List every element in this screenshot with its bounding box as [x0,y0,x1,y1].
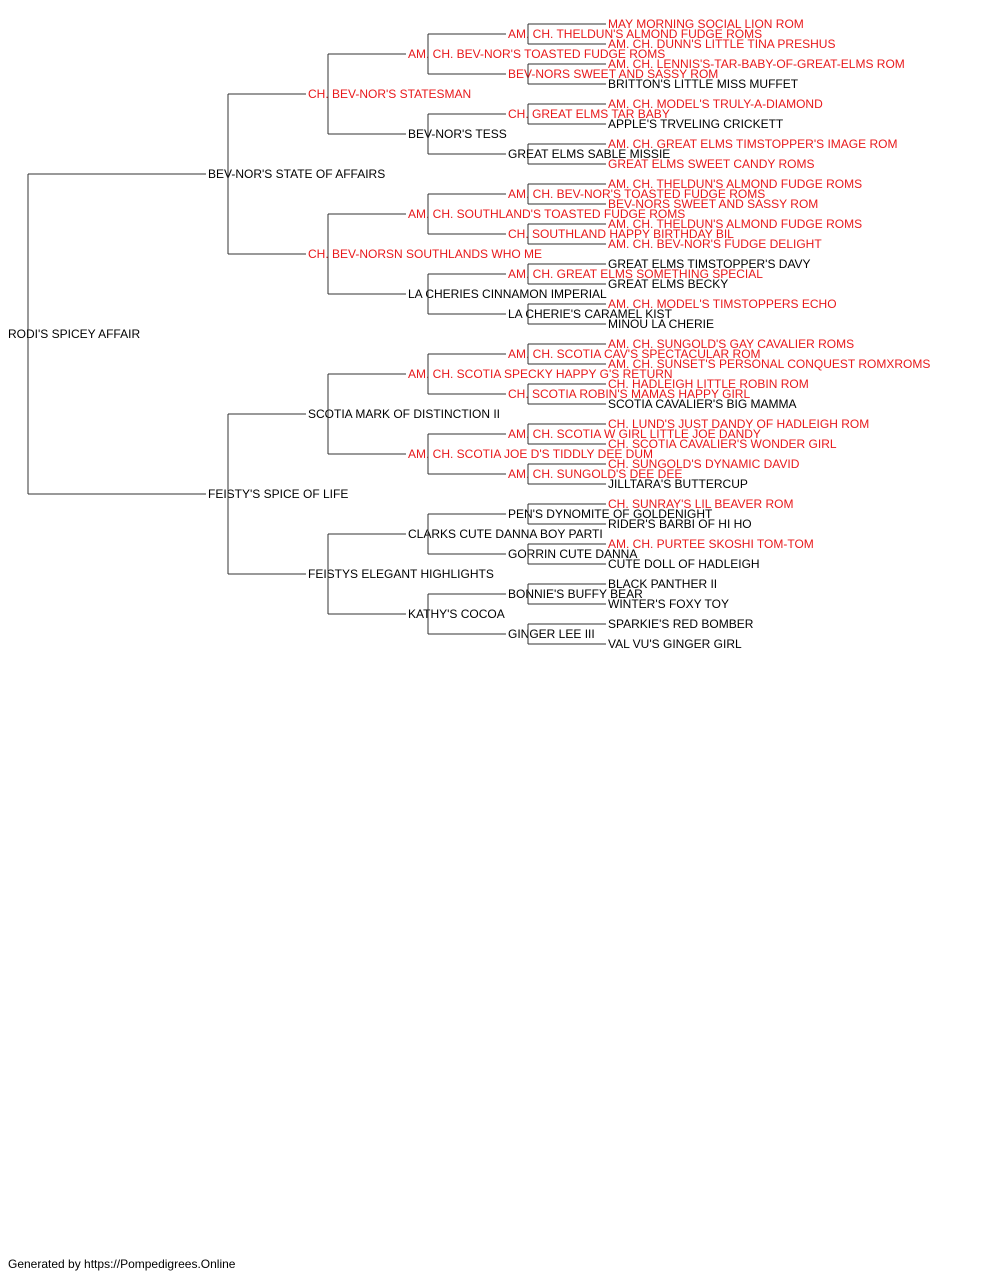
ancestor-name: CH. SOUTHLAND HAPPY BIRTHDAY BIL [508,227,734,241]
ancestor-name: RIDER'S BARBI OF HI HO [608,517,752,531]
ancestor-name: CH. SCOTIA CAVALIER'S WONDER GIRL [608,437,837,451]
ancestor-name: GREAT ELMS SWEET CANDY ROMS [608,157,814,171]
ancestor-name: BEV-NORS SWEET AND SASSY ROM [508,67,718,81]
ancestor-name: AM. CH. SCOTIA SPECKY HAPPY G'S RETURN [408,367,673,381]
ancestor-name: AM. CH. MODEL'S TIMSTOPPERS ECHO [608,297,837,311]
ancestor-name: SCOTIA MARK OF DISTINCTION II [308,407,500,421]
ancestor-name: BEV-NOR'S TESS [408,127,507,141]
ancestor-name: AM. CH. SUNSET'S PERSONAL CONQUEST ROMXR… [608,357,930,371]
ancestor-name: VAL VU'S GINGER GIRL [608,637,742,651]
ancestor-name: KATHY'S COCOA [408,607,505,621]
ancestor-name: BLACK PANTHER II [608,577,717,591]
ancestor-name: APPLE'S TRVELING CRICKETT [608,117,784,131]
ancestor-name: GREAT ELMS SABLE MISSIE [508,147,670,161]
ancestor-name: BRITTON'S LITTLE MISS MUFFET [608,77,799,91]
ancestor-name: WINTER'S FOXY TOY [608,597,729,611]
ancestor-name: AM. CH. BEV-NOR'S FUDGE DELIGHT [608,237,822,251]
ancestor-name: AM. CH. SCOTIA JOE D'S TIDDLY DEE DUM [408,447,653,461]
ancestor-name: LA CHERIES CINNAMON IMPERIAL [408,287,607,301]
ancestor-name: AM. CH. PURTEE SKOSHI TOM-TOM [608,537,814,551]
ancestor-name: FEISTYS ELEGANT HIGHLIGHTS [308,567,494,581]
ancestor-name: AM. CH. THELDUN'S ALMOND FUDGE ROMS [608,217,862,231]
ancestor-name: JILLTARA'S BUTTERCUP [608,477,748,491]
ancestor-name: CH. BEV-NOR'S STATESMAN [308,87,471,101]
ancestor-name: CH. LUND'S JUST DANDY OF HADLEIGH ROM [608,417,869,431]
ancestor-name: FEISTY'S SPICE OF LIFE [208,487,348,501]
ancestor-name: AM. CH. THELDUN'S ALMOND FUDGE ROMS [608,177,862,191]
ancestor-name: AM. CH. BEV-NOR'S TOASTED FUDGE ROMS [508,187,765,201]
subject-dog-name: RODI'S SPICEY AFFAIR [8,327,140,341]
ancestor-name: CLARKS CUTE DANNA BOY PARTI [408,527,603,541]
ancestor-name: GREAT ELMS TIMSTOPPER'S DAVY [608,257,811,271]
ancestor-name: MAY MORNING SOCIAL LION ROM [608,17,804,31]
ancestor-name: CH. GREAT ELMS TAR BABY [508,107,670,121]
ancestor-name: GINGER LEE III [508,627,595,641]
ancestor-name: GORRIN CUTE DANNA [508,547,637,561]
ancestor-name: AM. CH. SUNGOLD'S GAY CAVALIER ROMS [608,337,854,351]
ancestor-name: PEN'S DYNOMITE OF GOLDENIGHT [508,507,713,521]
ancestor-name: CH. SUNGOLD'S DYNAMIC DAVID [608,457,800,471]
ancestor-name: AM. CH. SCOTIA CAV'S SPECTACULAR ROM [508,347,761,361]
ancestor-name: AM. CH. MODEL'S TRULY-A-DIAMOND [608,97,823,111]
ancestor-name: AM. CH. LENNIS'S-TAR-BABY-OF-GREAT-ELMS … [608,57,905,71]
ancestor-name: SPARKIE'S RED BOMBER [608,617,754,631]
ancestor-name: AM. CH. BEV-NOR'S TOASTED FUDGE ROMS [408,47,665,61]
ancestor-name: BONNIE'S BUFFY BEAR [508,587,643,601]
ancestor-name: LA CHERIE'S CARAMEL KIST [508,307,673,321]
footer-credit: Generated by https://Pompedigrees.Online [8,1257,236,1271]
ancestor-name: MINOU LA CHERIE [608,317,714,331]
ancestor-name: AM. CH. THELDUN'S ALMOND FUDGE ROMS [508,27,762,41]
ancestor-name: CH. SCOTIA ROBIN'S MAMAS HAPPY GIRL [508,387,750,401]
ancestor-name: GREAT ELMS BECKY [608,277,728,291]
ancestor-name: AM. CH. SUNGOLD'S DEE DEE [508,467,682,481]
ancestor-name: BEV-NORS SWEET AND SASSY ROM [608,197,818,211]
ancestor-name: CH. BEV-NORSN SOUTHLANDS WHO ME [308,247,542,261]
ancestor-name: AM. CH. SOUTHLAND'S TOASTED FUDGE ROMS [408,207,685,221]
ancestor-name: BEV-NOR'S STATE OF AFFAIRS [208,167,385,181]
ancestor-name: SCOTIA CAVALIER'S BIG MAMMA [608,397,797,411]
ancestor-name: CH. SUNRAY'S LIL BEAVER ROM [608,497,793,511]
ancestor-name: CUTE DOLL OF HADLEIGH [608,557,760,571]
ancestor-name: CH. HADLEIGH LITTLE ROBIN ROM [608,377,809,391]
ancestor-name: AM. CH. SCOTIA W GIRL LITTLE JOE DANDY [508,427,761,441]
ancestor-name: AM. CH. DUNN'S LITTLE TINA PRESHUS [608,37,835,51]
ancestor-name: AM. CH. GREAT ELMS TIMSTOPPER'S IMAGE RO… [608,137,897,151]
ancestor-name: AM. CH. GREAT ELMS SOMETHING SPECIAL [508,267,763,281]
